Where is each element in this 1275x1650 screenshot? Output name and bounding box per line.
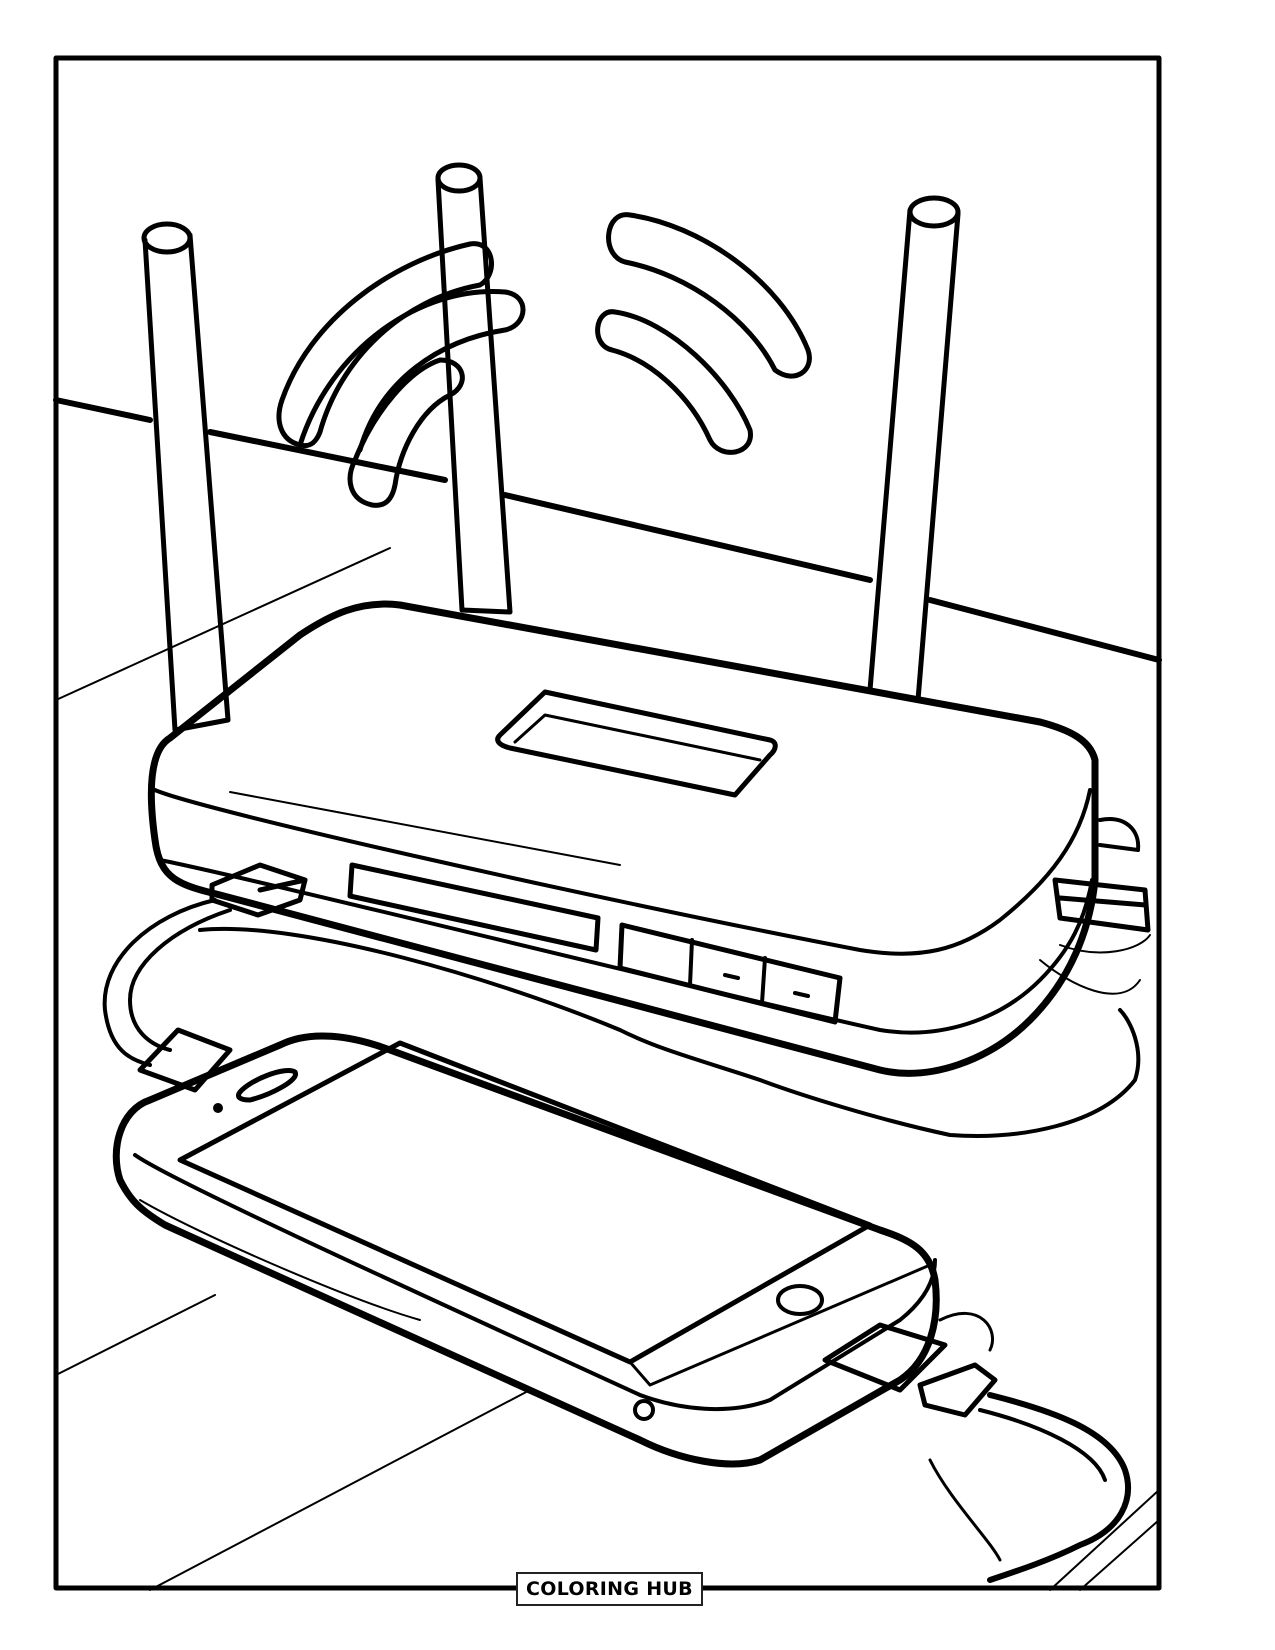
router-antennas bbox=[141, 162, 961, 733]
router-body bbox=[147, 600, 1151, 1077]
page-frame bbox=[53, 55, 1162, 1591]
router-shadow-cables bbox=[102, 898, 1151, 1138]
brand-label: COLORING HUB bbox=[526, 1578, 693, 1600]
brand-footer: COLORING HUB bbox=[516, 1572, 703, 1606]
background-lines bbox=[53, 397, 1162, 1591]
charging-cable bbox=[137, 1027, 1131, 1583]
smartphone bbox=[112, 1032, 940, 1468]
wifi-signal-icon bbox=[276, 212, 812, 508]
